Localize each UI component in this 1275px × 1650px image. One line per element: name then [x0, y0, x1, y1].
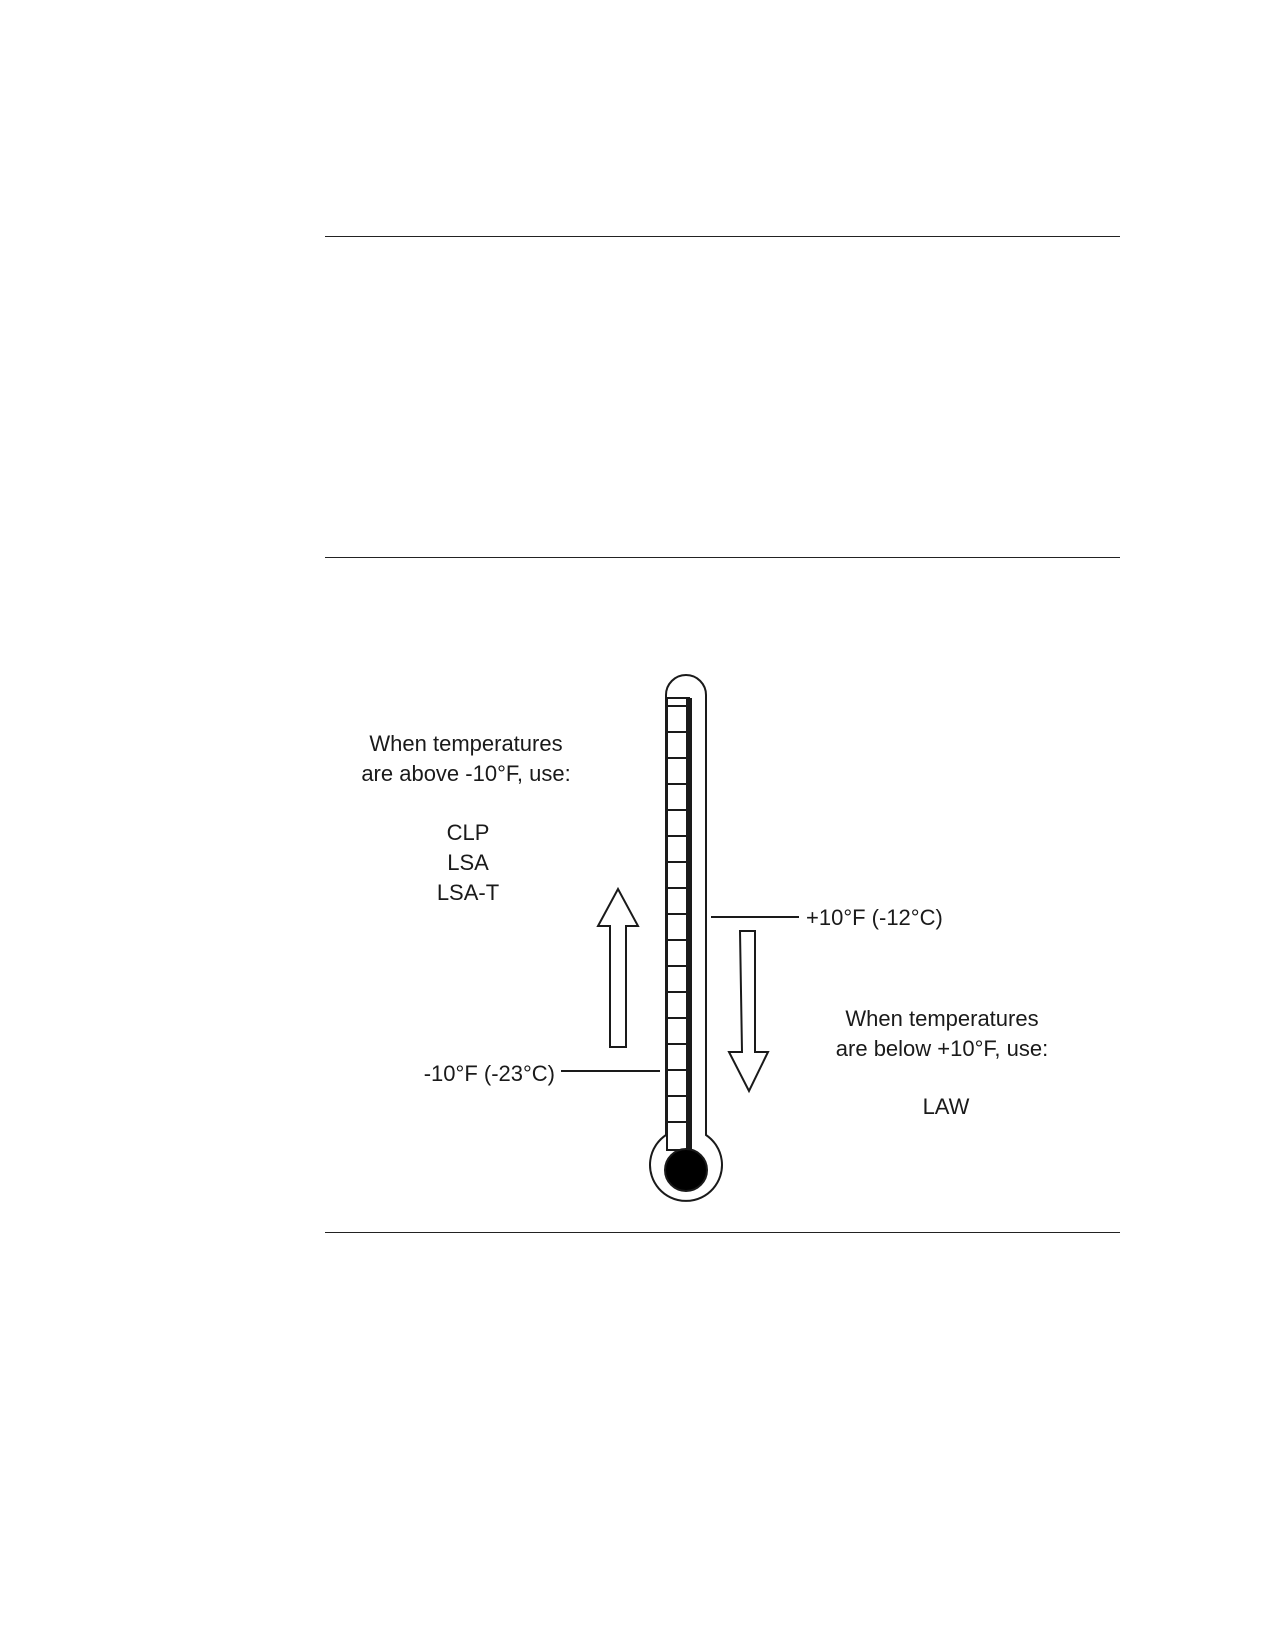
- thermometer: [649, 674, 723, 1202]
- up-arrow-icon: [596, 886, 640, 1048]
- below-heading-line2: are below +10°F, use:: [836, 1036, 1048, 1061]
- above-block: When temperatures are above -10°F, use: …: [361, 731, 570, 905]
- middle-rule: [325, 557, 1120, 558]
- upper-threshold-label: +10°F (-12°C): [806, 905, 943, 930]
- above-heading-line2: are above -10°F, use:: [361, 761, 570, 786]
- top-rule: [325, 236, 1120, 237]
- lower-threshold-label: -10°F (-23°C): [424, 1061, 555, 1086]
- below-heading-line1: When temperatures: [845, 1006, 1038, 1031]
- above-heading-line1: When temperatures: [369, 731, 562, 756]
- below-block: When temperatures are below +10°F, use: …: [836, 1006, 1048, 1119]
- below-item-law: LAW: [923, 1094, 970, 1119]
- bottom-rule: [325, 1232, 1120, 1233]
- thermometer-bulb: [664, 1148, 708, 1192]
- above-item-lsa: LSA: [447, 850, 489, 875]
- down-arrow-icon: [727, 930, 770, 1094]
- thermometer-ticks: [667, 705, 687, 1123]
- thermometer-column: [666, 697, 690, 1151]
- above-item-lsa-t: LSA-T: [437, 880, 499, 905]
- above-item-clp: CLP: [447, 820, 490, 845]
